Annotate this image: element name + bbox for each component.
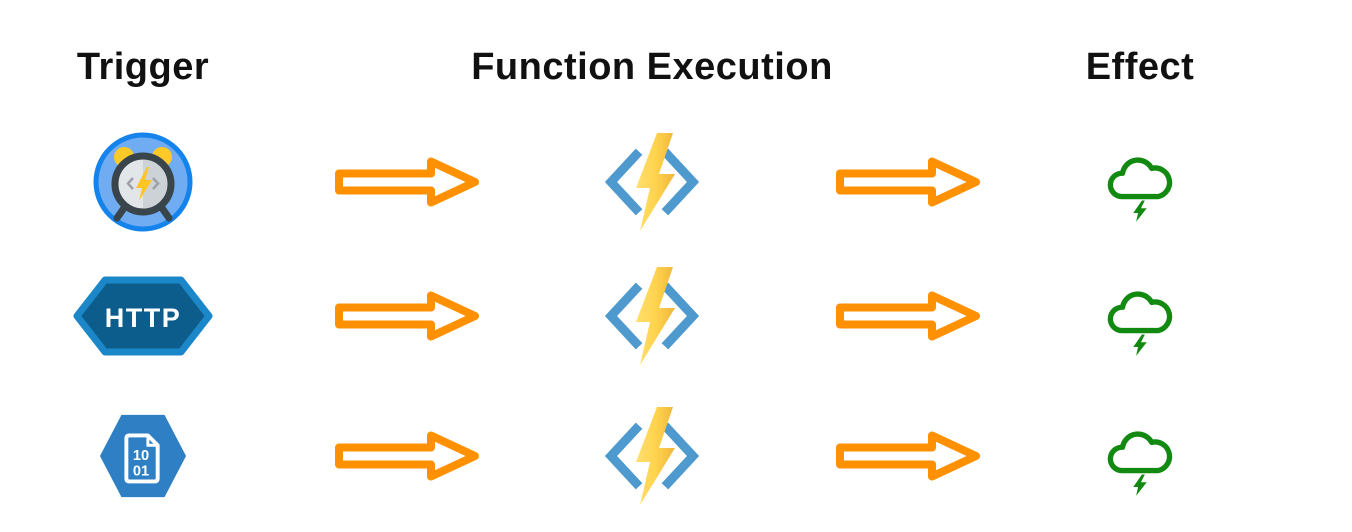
http-label: HTTP [105, 303, 182, 333]
azure-functions-icon [600, 264, 704, 368]
arrow-cell [776, 380, 1040, 532]
arrow-cell [776, 252, 1040, 380]
effect-cell [1040, 380, 1240, 532]
cloud-lightning-icon [1107, 141, 1173, 223]
timer-trigger-icon [93, 132, 193, 232]
binary-data-trigger-cell: 10 01 [0, 380, 286, 532]
arrow-cell [286, 252, 528, 380]
arrow-cell [286, 112, 528, 252]
column-header-effect: Effect [1085, 45, 1195, 88]
binary-text-line2: 01 [133, 464, 149, 480]
http-trigger-cell: HTTP [0, 252, 286, 380]
right-arrow-icon [334, 156, 480, 208]
function-execution-cell [528, 380, 776, 532]
effect-cell [1040, 112, 1240, 252]
function-execution-cell [528, 112, 776, 252]
function-execution-cell [528, 252, 776, 380]
right-arrow-icon [835, 430, 981, 482]
right-arrow-icon [334, 290, 480, 342]
azure-functions-icon [600, 404, 704, 508]
timer-trigger-cell [0, 112, 286, 252]
arrow-cell [776, 112, 1040, 252]
binary-text-line1: 10 [133, 448, 149, 464]
right-arrow-icon [835, 290, 981, 342]
right-arrow-icon [835, 156, 981, 208]
column-header-function-execution: Function Execution [471, 45, 833, 88]
http-trigger-icon: HTTP [73, 276, 213, 356]
binary-data-trigger-icon: 10 01 [99, 414, 187, 498]
cloud-lightning-icon [1107, 415, 1173, 497]
cloud-lightning-icon [1107, 275, 1173, 357]
right-arrow-icon [334, 430, 480, 482]
column-header-trigger: Trigger [76, 45, 210, 88]
arrow-cell [286, 380, 528, 532]
azure-functions-icon [600, 130, 704, 234]
effect-cell [1040, 252, 1240, 380]
